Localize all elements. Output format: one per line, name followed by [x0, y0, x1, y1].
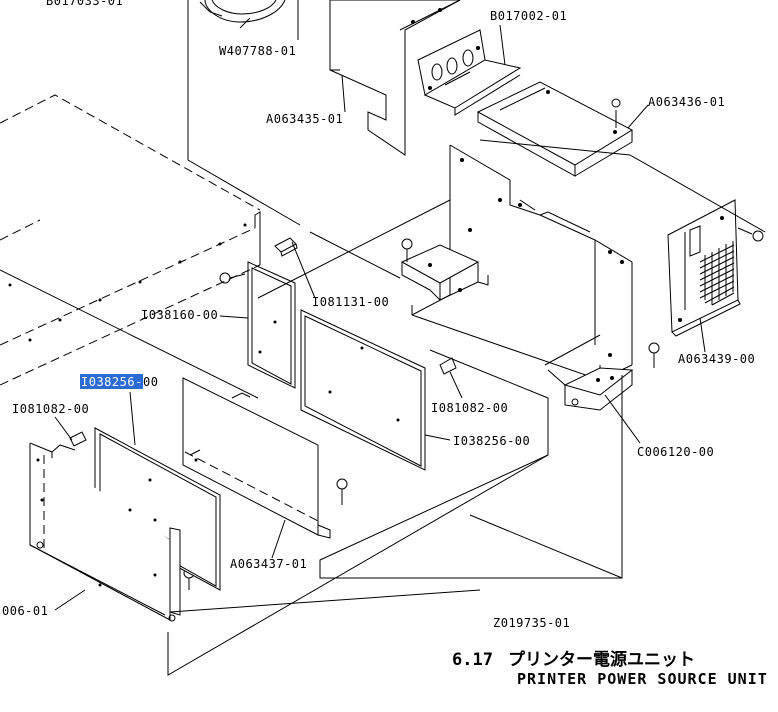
- leader-lines: [54, 17, 706, 611]
- diagram-title: 6.17 プリンター電源ユニット PRINTER POWER SOURCE UN…: [452, 649, 768, 688]
- panel-a063439: [667, 199, 764, 337]
- standoff-i081131: [274, 237, 316, 299]
- board-i038160: [247, 261, 296, 389]
- text-selection-highlight: [80, 374, 143, 389]
- label-i081131: I081131-00: [312, 295, 389, 309]
- plate-a063437: [182, 377, 331, 539]
- label-c006120: C006120-00: [637, 445, 714, 459]
- label-i081082-left: I081082-00: [12, 402, 89, 416]
- label-i038256-selected-text: I038256-: [81, 375, 143, 389]
- connector-plate-b017002: [417, 29, 522, 116]
- board-i038256-right: [300, 309, 426, 471]
- label-a063437: A063437-01: [230, 557, 307, 571]
- shelf-a063436: [476, 81, 634, 177]
- title-japanese: プリンター電源ユニット: [508, 649, 695, 670]
- label-b017033: B017033-01: [46, 0, 123, 8]
- main-chassis: [400, 144, 634, 411]
- label-a063439: A063439-00: [678, 352, 755, 366]
- title-number: 6.17: [452, 650, 493, 670]
- cabinet-outline: [0, 94, 261, 386]
- label-i038160: I038160-00: [141, 308, 218, 322]
- assembly-lines: [0, 139, 766, 676]
- label-b017002: B017002-01: [490, 9, 567, 23]
- label-a063436: A063436-01: [648, 95, 725, 109]
- label-i038256-rest-text: 00: [143, 375, 158, 389]
- label-w407788: W407788-01: [219, 44, 296, 58]
- label-a063435: A063435-01: [266, 112, 343, 126]
- label-i038256-selected[interactable]: I038256- 00: [80, 374, 158, 389]
- standoff-i081082-mid: [439, 357, 463, 399]
- label-i038256-right: I038256-00: [453, 434, 530, 448]
- label-i081082-mid: I081082-00: [431, 401, 508, 415]
- label-006: 006-01: [2, 604, 48, 618]
- part-labels: B017033-01 W407788-01 B017002-01 A063435…: [2, 0, 755, 630]
- label-z019735: Z019735-01: [493, 616, 570, 630]
- fan-assembly: [187, 0, 301, 226]
- bracket-a063435: [329, 0, 461, 156]
- vent-grid: [699, 241, 735, 306]
- title-english: PRINTER POWER SOURCE UNIT: [517, 670, 768, 688]
